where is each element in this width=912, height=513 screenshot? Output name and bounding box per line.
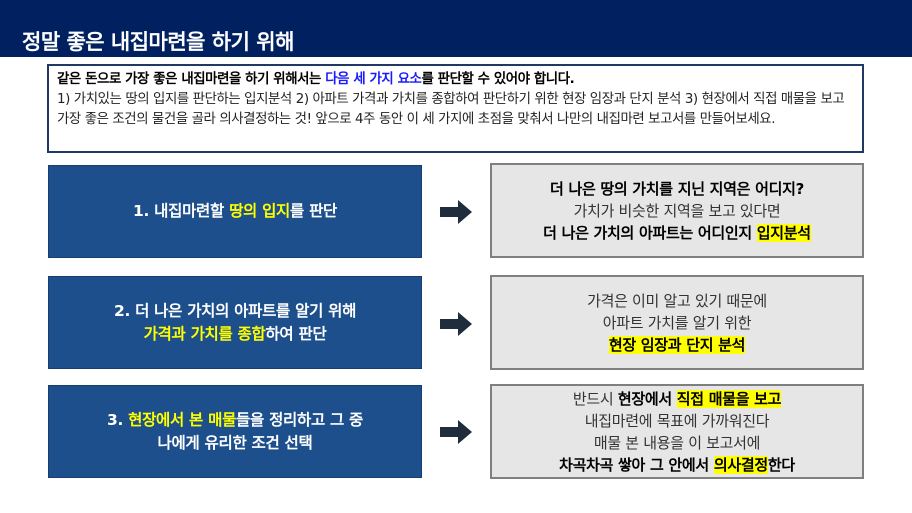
- step-1-detail-box: 더 나은 땅의 가치를 지닌 지역은 어디지? 가치가 비슷한 지역을 보고 있…: [490, 163, 864, 258]
- step-3-detail-highlight: 의사결정: [713, 455, 768, 474]
- step-1-text: 1. 내집마련할: [133, 202, 230, 220]
- step-3-detail-box: 반드시 현장에서 직접 매물을 보고 내집마련에 목표에 가까워진다 매물 본 …: [490, 384, 864, 479]
- step-2-detail-box: 가격은 이미 알고 있기 때문에 아파트 가치를 알기 위한 현장 임장과 단지…: [490, 275, 864, 370]
- intro-body: 1) 가치있는 땅의 입지를 판단하는 입지분석 2) 아파트 가격과 가치를 …: [57, 92, 845, 127]
- step-3-detail-bold: 한다: [767, 455, 795, 474]
- step-3-detail-line: 내집마련에 목표에 가까워진다: [584, 411, 770, 430]
- step-1-detail-line: 가치가 비슷한 지역을 보고 있다면: [573, 201, 781, 220]
- step-3-detail-bold: 현장에서: [617, 389, 677, 408]
- step-3-text: 3.: [106, 410, 129, 429]
- step-1-highlight: 땅의 입지: [229, 202, 291, 220]
- intro-lead-text: 같은 돈으로 가장 좋은 내집마련을 하기 위해서는: [57, 72, 326, 87]
- arrow-right-icon: [440, 312, 472, 336]
- step-3-text-end: 나에게 유리한 조건 선택: [157, 433, 313, 452]
- step-2-detail-line: 아파트 가치를 알기 위한: [602, 313, 752, 332]
- step-3-highlight: 현장에서 본 매물: [128, 410, 237, 429]
- step-1-detail-line: 더 나은 땅의 가치를 지닌 지역은 어디지?: [550, 179, 804, 198]
- step-3-detail-line: 반드시: [572, 389, 618, 408]
- arrow-right-icon: [440, 200, 472, 224]
- intro-box: 같은 돈으로 가장 좋은 내집마련을 하기 위해서는 다음 세 가지 요소를 판…: [47, 64, 864, 153]
- arrow-right-icon: [440, 420, 472, 444]
- page-title: 정말 좋은 내집마련을 하기 위해: [22, 30, 294, 54]
- intro-lead-emphasis: 다음 세 가지 요소: [325, 72, 422, 87]
- step-1-detail-line: 더 나은 가치의 아파트는 어디인지: [543, 223, 757, 242]
- step-2-detail-line: 가격은 이미 알고 있기 때문에: [587, 291, 767, 310]
- step-3-detail-bold: 차곡차곡 쌓아 그 안에서: [559, 455, 714, 474]
- intro-lead: 같은 돈으로 가장 좋은 내집마련을 하기 위해서는 다음 세 가지 요소를 판…: [57, 70, 854, 90]
- intro-lead-text-end: 를 판단할 수 있어야 합니다.: [421, 72, 575, 87]
- step-2-text: 2. 더 나은 가치의 아파트를 알기 위해: [113, 301, 357, 320]
- step-2-highlight: 가격과 가치를 종합: [143, 324, 266, 343]
- step-1-text-end: 를 판단: [290, 202, 337, 220]
- step-1-box: 1. 내집마련할 땅의 입지를 판단: [48, 165, 422, 258]
- step-3-text-mid: 들을 정리하고 그 중: [236, 410, 364, 429]
- title-bar: [0, 0, 912, 57]
- step-1-detail-highlight: 입지분석: [756, 223, 811, 242]
- step-2-detail-highlight: 현장 임장과 단지 분석: [608, 335, 746, 354]
- step-2-text-end: 하여 판단: [265, 324, 327, 343]
- step-3-detail-highlight: 직접 매물을 보고: [676, 389, 782, 408]
- step-3-detail-line: 매물 본 내용을 이 보고서에: [593, 433, 761, 452]
